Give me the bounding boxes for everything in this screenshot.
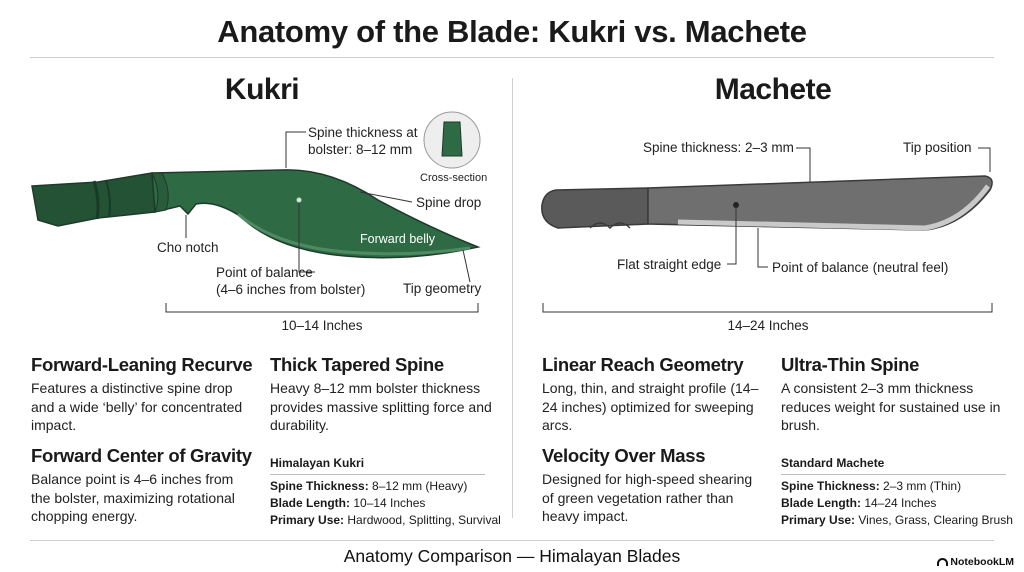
kukri-spec-table: Himalayan Kukri Spine Thickness: 8–12 mm…: [270, 456, 501, 529]
machete-heading: Machete: [714, 73, 832, 106]
spec-value: 2–3 mm (Thin): [883, 479, 962, 493]
machete-finger-grooves: [589, 222, 631, 230]
kukri-tip-leader: [462, 249, 471, 283]
kukri-balance-line1: Point of balance: [216, 265, 313, 280]
spec-rule: [270, 474, 485, 475]
spec-row: Primary Use: Vines, Grass, Clearing Brus…: [781, 512, 1013, 529]
kukri-spine-drop-label: Spine drop: [416, 195, 482, 210]
machete-spine-thickness-label: Spine thickness: 2–3 mm: [643, 140, 794, 155]
kukri-spine-thickness-line1: Spine thickness at: [308, 125, 418, 140]
brand-label: NotebookLM: [950, 556, 1014, 568]
spec-heading: Standard Machete: [781, 456, 885, 470]
machete-handle: [541, 187, 649, 229]
kukri-balance-label: Point of balance (4–6 inches from bolste…: [216, 264, 365, 298]
spec-key: Spine Thickness:: [270, 479, 369, 493]
section-title: Velocity Over Mass: [542, 445, 706, 466]
section-title: Linear Reach Geometry: [542, 354, 744, 375]
kukri-balance-point: [296, 197, 302, 203]
machete-tip-leader: [978, 147, 991, 172]
spec-row: Spine Thickness: 2–3 mm (Thin): [781, 478, 1006, 495]
spec-value: 14–24 Inches: [864, 496, 937, 510]
machete-illustration: [541, 175, 993, 231]
machete-edge: [677, 184, 991, 231]
spec-value: Vines, Grass, Clearing Brush: [858, 513, 1013, 527]
section-body: Balance point is 4–6 inches from the bol…: [31, 471, 235, 524]
section-body: Features a distinctive spine drop and a …: [31, 380, 243, 433]
machete-balance-leader: [757, 228, 768, 268]
kukri-handle: [31, 172, 156, 227]
kukri-balance-leader: [298, 203, 315, 273]
kukri-drop-leader: [359, 191, 413, 203]
footer-caption: Anatomy Comparison — Himalayan Blades: [343, 546, 681, 566]
section-title: Ultra-Thin Spine: [781, 354, 920, 375]
center-divider: [512, 78, 513, 518]
spec-rule: [781, 474, 1006, 475]
kukri-handle-ring-2: [105, 179, 111, 218]
machete-spine-leader: [796, 147, 811, 182]
section-title: Thick Tapered Spine: [270, 354, 444, 375]
kukri-blade: [151, 169, 481, 259]
kukri-illustration: [31, 169, 481, 259]
spec-key: Primary Use:: [270, 513, 345, 527]
spec-key: Blade Length:: [270, 496, 350, 510]
spec-row: Blade Length: 14–24 Inches: [781, 495, 1006, 512]
machete-length-label: 14–24 Inches: [727, 318, 809, 333]
kukri-length-label: 10–14 Inches: [281, 318, 363, 333]
spec-key: Spine Thickness:: [781, 479, 880, 493]
machete-section-reach: Linear Reach Geometry Long, thin, and st…: [542, 354, 767, 435]
spec-value: Hardwood, Splitting, Survival: [347, 513, 501, 527]
section-body: Designed for high-speed shearing of gree…: [542, 471, 753, 524]
spec-heading: Himalayan Kukri: [270, 456, 365, 470]
kukri-length-bracket: [165, 303, 479, 313]
spec-row: Primary Use: Hardwood, Splitting, Surviv…: [270, 512, 501, 529]
kukri-bolster: [151, 172, 169, 213]
section-body: Heavy 8–12 mm bolster thickness provides…: [270, 380, 492, 433]
kukri-spine-thickness-label: Spine thickness at bolster: 8–12 mm: [308, 124, 418, 158]
spec-value: 8–12 mm (Heavy): [372, 479, 468, 493]
machete-tip-position-label: Tip position: [903, 140, 972, 155]
machete-balance-label: Point of balance (neutral feel): [772, 260, 949, 275]
kukri-section-spine: Thick Tapered Spine Heavy 8–12 mm bolste…: [270, 354, 495, 435]
machete-section-velocity: Velocity Over Mass Designed for high-spe…: [542, 445, 767, 526]
machete-length-bracket: [542, 303, 993, 313]
kukri-forward-belly-label: Forward belly: [360, 232, 436, 246]
spec-row: Blade Length: 10–14 Inches: [270, 495, 485, 512]
spec-key: Blade Length:: [781, 496, 861, 510]
title-divider: [30, 57, 994, 58]
notebooklm-icon: [937, 558, 949, 566]
machete-flat-edge-label: Flat straight edge: [617, 257, 722, 272]
kukri-spine-leader: [285, 131, 306, 168]
section-body: A consistent 2–3 mm thickness reduces we…: [781, 380, 1001, 433]
cross-section-shape: [441, 121, 463, 157]
spec-value: 10–14 Inches: [353, 496, 426, 510]
spec-row: Spine Thickness: 8–12 mm (Heavy): [270, 478, 485, 495]
kukri-spine-thickness-line2: bolster: 8–12 mm: [308, 142, 413, 157]
kukri-handle-ring-1: [92, 180, 100, 220]
machete-section-spine: Ultra-Thin Spine A consistent 2–3 mm thi…: [781, 354, 1001, 435]
kukri-section-gravity: Forward Center of Gravity Balance point …: [31, 445, 256, 526]
machete-balance-point: [733, 202, 739, 208]
kukri-balance-line2: (4–6 inches from bolster): [216, 282, 366, 297]
kukri-section-recurve: Forward-Leaning Recurve Features a disti…: [31, 354, 256, 435]
footer-divider: [30, 540, 994, 541]
kukri-edge-bevel: [237, 212, 471, 256]
spec-key: Primary Use:: [781, 513, 856, 527]
machete-edge-leader: [727, 208, 737, 265]
section-title: Forward Center of Gravity: [31, 445, 252, 466]
section-body: Long, thin, and straight profile (14–24 …: [542, 380, 759, 433]
brand-badge: NotebookLM: [937, 556, 1014, 568]
section-title: Forward-Leaning Recurve: [31, 354, 253, 375]
cross-section-label: Cross-section: [420, 172, 488, 184]
kukri-cho-notch-label: Cho notch: [157, 240, 219, 255]
page-title: Anatomy of the Blade: Kukri vs. Machete: [217, 14, 807, 49]
kukri-heading: Kukri: [224, 73, 300, 106]
machete-spec-table: Standard Machete Spine Thickness: 2–3 mm…: [781, 456, 1013, 529]
kukri-tip-geometry-label: Tip geometry: [403, 281, 482, 296]
